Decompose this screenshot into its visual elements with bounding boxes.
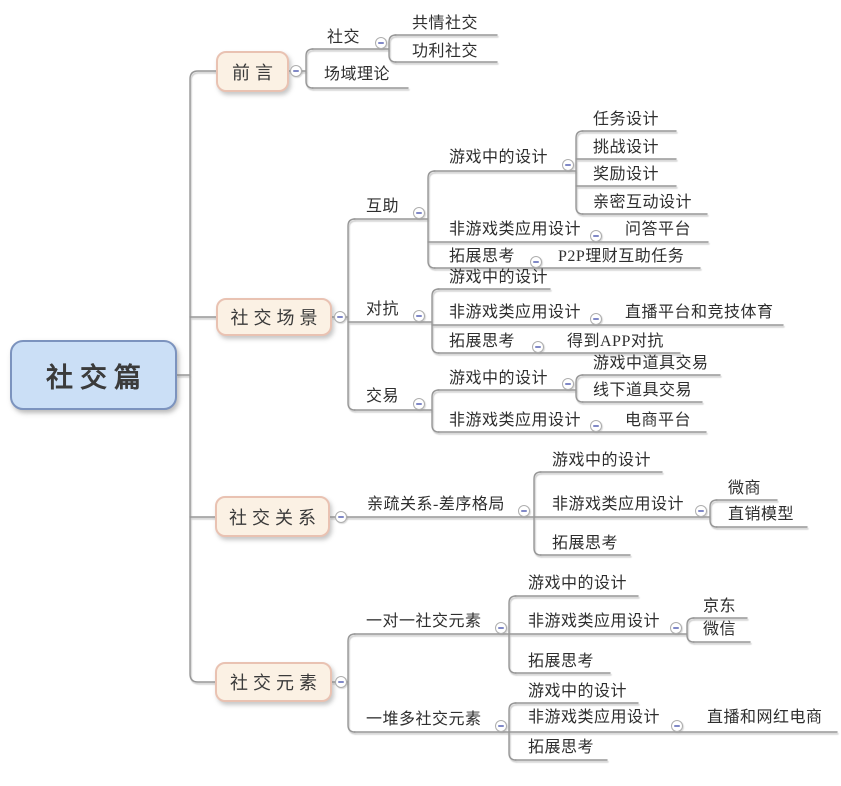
node-re-game-design[interactable]: 游戏中的设计 — [552, 452, 652, 469]
collapse-icon-pattern[interactable] — [518, 505, 530, 517]
node-live-ecommerce[interactable]: 直播和网红电商 — [707, 709, 823, 726]
node-direct-sales[interactable]: 直销模型 — [728, 506, 795, 523]
collapse-icon-one-to-many[interactable] — [495, 720, 507, 732]
topic-scenes[interactable]: 社交场景 — [216, 298, 332, 336]
node-confrontation[interactable]: 对抗 — [366, 301, 400, 318]
topic-preface[interactable]: 前言 — [216, 51, 289, 92]
node-om-non-game[interactable]: 非游戏类应用设计 — [528, 709, 661, 726]
node-task-design[interactable]: 任务设计 — [593, 111, 660, 128]
node-one-to-many[interactable]: 一堆多社交元素 — [366, 711, 482, 728]
node-dedao-app[interactable]: 得到APP对抗 — [567, 333, 664, 350]
node-jd[interactable]: 京东 — [703, 598, 737, 615]
collapse-icon-co-thinking[interactable] — [532, 341, 544, 353]
topic-scenes-label: 社交场景 — [230, 308, 323, 328]
node-ma-game-design[interactable]: 游戏中的设计 — [449, 149, 549, 166]
topic-elements[interactable]: 社交元素 — [215, 662, 332, 702]
node-reward-design[interactable]: 奖励设计 — [593, 166, 660, 183]
node-ecommerce-platform[interactable]: 电商平台 — [625, 412, 692, 429]
node-challenge-design[interactable]: 挑战设计 — [593, 139, 660, 156]
collapse-icon-ma-non-game[interactable] — [590, 230, 602, 242]
node-co-non-game[interactable]: 非游戏类应用设计 — [449, 304, 582, 321]
topic-preface-label: 前言 — [232, 62, 278, 83]
topic-elements-label: 社交元素 — [230, 673, 322, 693]
node-social[interactable]: 社交 — [327, 29, 361, 46]
node-re-non-game[interactable]: 非游戏类应用设计 — [552, 496, 685, 513]
collapse-icon-tr-non-game[interactable] — [590, 420, 602, 432]
node-tr-non-game[interactable]: 非游戏类应用设计 — [449, 412, 582, 429]
node-wechat[interactable]: 微信 — [703, 621, 737, 638]
root-topic[interactable]: 社交篇 — [10, 340, 177, 410]
collapse-icon-one-to-one[interactable] — [495, 622, 507, 634]
node-live-sports[interactable]: 直播平台和竞技体育 — [625, 304, 774, 321]
node-pattern[interactable]: 亲疏关系-差序格局 — [367, 496, 505, 513]
collapse-icon-ma-thinking[interactable] — [530, 256, 542, 268]
node-ma-non-game[interactable]: 非游戏类应用设计 — [449, 221, 582, 238]
node-om-game-design[interactable]: 游戏中的设计 — [528, 683, 628, 700]
node-in-game-trade[interactable]: 游戏中道具交易 — [593, 355, 709, 372]
collapse-icon-elements[interactable] — [335, 676, 347, 688]
node-ma-thinking[interactable]: 拓展思考 — [449, 248, 516, 265]
root-topic-label: 社交篇 — [46, 362, 148, 393]
node-one-to-one[interactable]: 一对一社交元素 — [366, 613, 482, 630]
collapse-icon-trade[interactable] — [413, 398, 425, 410]
node-tr-game-design[interactable]: 游戏中的设计 — [449, 370, 549, 387]
node-wechat-biz[interactable]: 微商 — [728, 480, 762, 497]
node-p2p-task[interactable]: P2P理财互助任务 — [558, 248, 685, 265]
collapse-icon-scenes[interactable] — [334, 311, 346, 323]
node-empathy-social[interactable]: 共情社交 — [412, 15, 479, 32]
collapse-icon-co-non-game[interactable] — [590, 313, 602, 325]
collapse-icon-confrontation[interactable] — [413, 310, 425, 322]
node-oo-thinking[interactable]: 拓展思考 — [528, 653, 595, 670]
collapse-icon-preface[interactable] — [290, 65, 302, 77]
node-qa-platform[interactable]: 问答平台 — [625, 221, 692, 238]
node-mutual-aid[interactable]: 互助 — [366, 198, 400, 215]
collapse-icon-ma-game[interactable] — [562, 159, 574, 171]
node-co-thinking[interactable]: 拓展思考 — [449, 333, 516, 350]
collapse-icon-re-non-game[interactable] — [695, 505, 707, 517]
collapse-icon-social[interactable] — [375, 37, 387, 49]
node-field-theory[interactable]: 场域理论 — [324, 66, 391, 83]
node-re-thinking[interactable]: 拓展思考 — [552, 535, 619, 552]
collapse-icon-tr-game[interactable] — [562, 378, 574, 390]
collapse-icon-om-non-game[interactable] — [671, 720, 683, 732]
collapse-icon-oo-non-game[interactable] — [670, 622, 682, 634]
node-trade[interactable]: 交易 — [366, 388, 400, 405]
topic-relations[interactable]: 社交关系 — [215, 496, 330, 537]
node-oo-non-game[interactable]: 非游戏类应用设计 — [528, 613, 661, 630]
collapse-icon-mutual-aid[interactable] — [413, 207, 425, 219]
node-intimacy-design[interactable]: 亲密互动设计 — [593, 194, 693, 211]
node-offline-trade[interactable]: 线下道具交易 — [593, 382, 693, 399]
topic-relations-label: 社交关系 — [229, 507, 321, 528]
collapse-icon-relations[interactable] — [335, 511, 347, 523]
node-om-thinking[interactable]: 拓展思考 — [528, 739, 595, 756]
node-co-game-design[interactable]: 游戏中的设计 — [449, 269, 549, 286]
node-utility-social[interactable]: 功利社交 — [412, 43, 479, 60]
node-oo-game-design[interactable]: 游戏中的设计 — [528, 575, 628, 592]
